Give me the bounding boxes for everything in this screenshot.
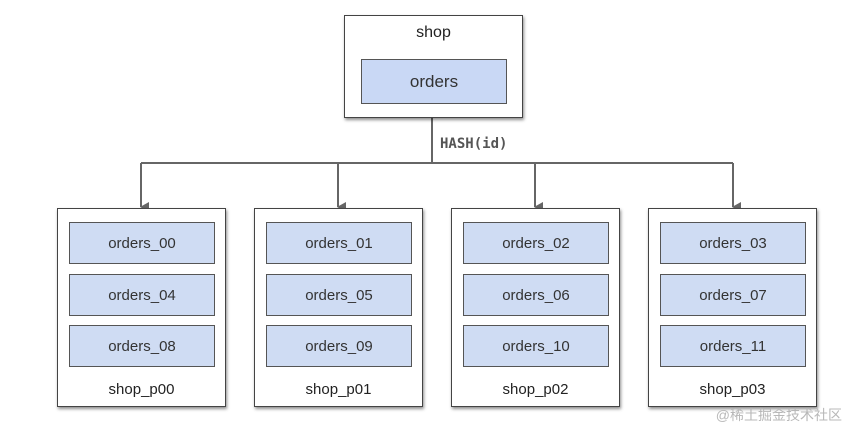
- shard-box-p02: orders_02 orders_06 orders_10 shop_p02: [451, 208, 620, 407]
- source-table: orders: [361, 59, 507, 104]
- shard-box-p00: orders_00 orders_04 orders_08 shop_p00: [57, 208, 226, 407]
- edge-label: HASH(id): [440, 136, 508, 152]
- shard-name: shop_p01: [305, 381, 372, 398]
- shard-table: orders_02: [463, 222, 609, 264]
- source-db-title: shop: [416, 24, 451, 41]
- shard-table: orders_04: [69, 274, 215, 316]
- shard-box-p01: orders_01 orders_05 orders_09 shop_p01: [254, 208, 423, 407]
- shard-box-p03: orders_03 orders_07 orders_11 shop_p03: [648, 208, 817, 407]
- shard-table: orders_06: [463, 274, 609, 316]
- shard-table: orders_03: [660, 222, 806, 264]
- shard-name: shop_p03: [699, 381, 766, 398]
- watermark: @稀土掘金技术社区: [715, 407, 842, 423]
- shard-name: shop_p02: [502, 381, 569, 398]
- shard-name: shop_p00: [108, 381, 175, 398]
- shard-table: orders_07: [660, 274, 806, 316]
- shard-table: orders_00: [69, 222, 215, 264]
- shard-table: orders_10: [463, 325, 609, 367]
- shard-table: orders_11: [660, 325, 806, 367]
- shard-table: orders_09: [266, 325, 412, 367]
- source-db-box: shop orders: [344, 15, 523, 118]
- shard-table: orders_05: [266, 274, 412, 316]
- shard-table: orders_08: [69, 325, 215, 367]
- shard-table: orders_01: [266, 222, 412, 264]
